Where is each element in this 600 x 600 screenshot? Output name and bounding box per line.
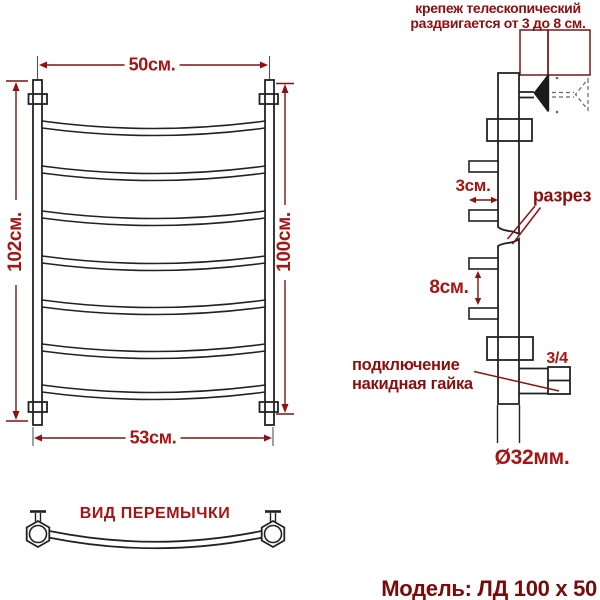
- crossbar-right-fitting: [260, 510, 286, 549]
- towel-rung: [41, 120, 266, 137]
- wall-bracket: [258, 93, 279, 105]
- crossbar-bottom-curve: [48, 536, 263, 550]
- telescopic-range-box-max: [547, 29, 591, 76]
- crossbar-view: [25, 510, 286, 550]
- dim-rung-offset-label: 3см.: [455, 176, 491, 195]
- pipe-diameter-label: Ø32мм.: [494, 446, 570, 469]
- dim-left-label: 102см.: [5, 212, 26, 272]
- towel-rung: [41, 255, 266, 272]
- side-view: [468, 29, 591, 443]
- connection-leader: [473, 370, 560, 392]
- towel-rung: [41, 210, 266, 227]
- dim-bottom-label: 53см.: [125, 427, 181, 449]
- towel-rung: [41, 299, 266, 316]
- pipe-outlet-lines: [496, 405, 521, 443]
- telescopic-note: крепеж телескопический раздвигается от 3…: [397, 1, 599, 30]
- pipe-upper-section: [497, 72, 520, 236]
- connection-label-line2: накидная гайка: [352, 374, 473, 393]
- rung-stub: [468, 209, 499, 222]
- crossbar-top-curve: [49, 530, 262, 543]
- side-rung-stubs: [468, 160, 499, 320]
- dim-8cm-line: [474, 271, 482, 305]
- dim-right-label: 100см.: [274, 212, 295, 272]
- dim-left-102-line: [6, 80, 28, 422]
- rung-stub: [468, 257, 499, 270]
- dim-top-label: 50см.: [124, 54, 180, 76]
- left-rail: [32, 79, 43, 426]
- telescopic-note-line2: раздвигается от 3 до 8 см.: [410, 14, 586, 31]
- dim-rung-spacing-label: 8см.: [429, 277, 469, 298]
- model-label: Модель: ЛД 100 х 50: [381, 576, 597, 600]
- crossbar-left-fitting: [25, 510, 51, 549]
- section-cut-label: разрез: [532, 185, 592, 206]
- union-stub: [519, 367, 548, 395]
- section-cut-leader: [506, 205, 542, 245]
- towel-rung: [41, 165, 266, 182]
- dimension-extension-lines: [32, 56, 274, 446]
- wall-flange: [533, 75, 547, 111]
- dim-right-100-line: [276, 82, 294, 415]
- rung-stub: [468, 307, 499, 320]
- wall-bracket: [258, 401, 279, 413]
- wall-bracket-side: [486, 118, 533, 142]
- connection-label: подключение накидная гайка: [352, 356, 473, 393]
- telescopic-note-line1: крепеж телескопический: [415, 0, 581, 16]
- telescopic-range-box-min: [519, 29, 549, 76]
- rung-stub: [468, 160, 499, 173]
- connection-label-line1: подключение: [352, 356, 460, 374]
- front-view: [6, 56, 294, 446]
- pipe-lower-section: [497, 237, 520, 405]
- wall-bracket-side: [486, 336, 534, 361]
- front-rungs: [41, 120, 266, 401]
- wall-bracket: [27, 93, 48, 105]
- dim-3cm-line: [469, 196, 498, 204]
- wall-bracket: [27, 401, 48, 413]
- right-rail: [264, 79, 275, 426]
- thread-size-label: 3/4: [546, 350, 568, 367]
- flange-extended-position-dashed: [552, 76, 589, 114]
- towel-rung: [41, 384, 266, 401]
- crossbar-view-title: ВИД ПЕРЕМЫЧКИ: [79, 505, 231, 522]
- telescopic-rod: [519, 91, 534, 99]
- towel-rung: [41, 343, 266, 360]
